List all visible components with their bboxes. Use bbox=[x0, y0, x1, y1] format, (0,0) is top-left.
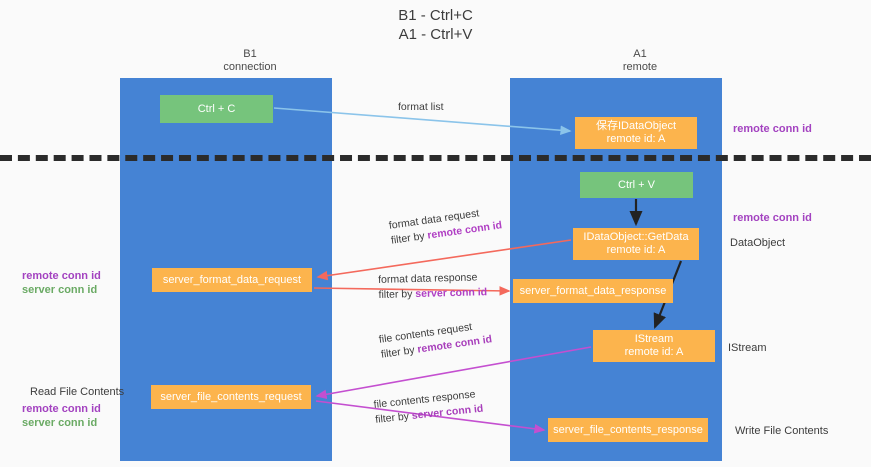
annotation-left-conn-ids-top: remote conn id server conn id bbox=[22, 269, 101, 297]
annotation-remote-conn-id-top: remote conn id bbox=[733, 122, 812, 136]
annotation-write-file-contents: Write File Contents bbox=[735, 424, 828, 438]
annotation-remote-conn-id-mid: remote conn id bbox=[733, 211, 812, 225]
node-server-format-data-request[interactable]: server_format_data_request bbox=[152, 268, 312, 292]
filter-prefix: filter by bbox=[380, 343, 419, 361]
column-header-a1: A1 remote bbox=[540, 48, 740, 74]
column-header-a1-role: remote bbox=[622, 61, 658, 73]
filter-prefix: filter by bbox=[374, 410, 413, 426]
node-server-file-contents-request[interactable]: server_file_contents_request bbox=[151, 385, 311, 409]
edge-label-format-data-response-filter: filter by server conn id bbox=[378, 285, 487, 303]
node-istream[interactable]: IStream remote id: A bbox=[593, 330, 715, 362]
node-getdata-line1: IDataObject::GetData bbox=[583, 231, 689, 243]
node-server-format-data-response-label: server_format_data_response bbox=[519, 284, 667, 297]
node-server-format-data-response[interactable]: server_format_data_response bbox=[513, 279, 673, 303]
connector-format-data-request bbox=[316, 239, 572, 281]
annotation-istream-text: IStream bbox=[728, 342, 767, 354]
annotation-left-conn-ids-bottom: remote conn id server conn id bbox=[22, 402, 101, 430]
node-ctrl-v-label: Ctrl + V bbox=[618, 178, 655, 191]
column-header-b1-name: B1 bbox=[243, 48, 257, 60]
node-idataobject-text: 保存IDataObject remote id: A bbox=[596, 120, 676, 146]
filter-prefix: filter by bbox=[378, 288, 416, 301]
node-server-file-contents-response[interactable]: server_file_contents_response bbox=[548, 418, 708, 442]
node-server-file-contents-request-label: server_file_contents_request bbox=[160, 390, 302, 403]
title-line-1: B1 - Ctrl+C bbox=[398, 7, 473, 24]
node-istream-line1: IStream bbox=[634, 333, 674, 345]
connector-format-data-response bbox=[313, 286, 511, 296]
title-line-2: A1 - Ctrl+V bbox=[398, 26, 473, 43]
node-istream-line2: remote id: A bbox=[624, 346, 684, 358]
annotation-read-file-contents-text: Read File Contents bbox=[30, 386, 125, 398]
node-server-format-data-request-label: server_format_data_request bbox=[162, 273, 302, 286]
connector-file-contents-request bbox=[315, 346, 592, 400]
node-ctrl-v[interactable]: Ctrl + V bbox=[580, 172, 693, 198]
annotation-istream: IStream bbox=[728, 341, 767, 355]
node-idataobject[interactable]: 保存IDataObject remote id: A bbox=[575, 117, 697, 149]
node-ctrl-c-label: Ctrl + C bbox=[197, 102, 236, 115]
edge-label-format-list-text: format list bbox=[398, 101, 444, 113]
node-getdata-line2: remote id: A bbox=[606, 244, 666, 256]
annotation-dataobject-text: DataObject bbox=[730, 237, 786, 249]
node-getdata-text: IDataObject::GetData remote id: A bbox=[583, 231, 688, 257]
section-divider bbox=[0, 155, 871, 161]
annotation-read-file-contents: Read File Contents bbox=[30, 385, 124, 399]
column-header-b1-role: connection bbox=[223, 61, 277, 73]
filter-key-server-conn-id: server conn id bbox=[415, 286, 488, 301]
annotation-left-server-conn-id-1: server conn id bbox=[22, 284, 98, 296]
column-header-b1: B1 connection bbox=[150, 48, 350, 74]
annotation-remote-conn-id-mid-text: remote conn id bbox=[733, 212, 812, 224]
connector-format-list bbox=[273, 107, 572, 136]
annotation-write-file-contents-text: Write File Contents bbox=[735, 425, 829, 437]
edge-label-format-data-response: format data response filter by server co… bbox=[378, 270, 487, 303]
node-idataobject-line2: remote id: A bbox=[606, 133, 666, 145]
node-ctrl-c[interactable]: Ctrl + C bbox=[160, 95, 273, 123]
edge-label-format-list: format list bbox=[398, 100, 444, 115]
node-istream-text: IStream remote id: A bbox=[625, 333, 684, 359]
filter-prefix: filter by bbox=[390, 229, 429, 247]
column-header-a1-name: A1 bbox=[633, 48, 647, 60]
page-title: B1 - Ctrl+C A1 - Ctrl+V bbox=[0, 6, 871, 44]
annotation-left-remote-conn-id-2: remote conn id bbox=[22, 403, 101, 415]
annotation-dataobject: DataObject bbox=[730, 236, 785, 250]
node-idataobject-getdata[interactable]: IDataObject::GetData remote id: A bbox=[573, 228, 699, 260]
annotation-left-server-conn-id-2: server conn id bbox=[22, 417, 98, 429]
connector-file-contents-response bbox=[315, 400, 546, 434]
annotation-remote-conn-id-top-text: remote conn id bbox=[733, 123, 812, 135]
node-server-file-contents-response-label: server_file_contents_response bbox=[553, 423, 703, 436]
node-idataobject-line1: 保存IDataObject bbox=[595, 120, 677, 132]
annotation-left-remote-conn-id-1: remote conn id bbox=[22, 270, 101, 282]
